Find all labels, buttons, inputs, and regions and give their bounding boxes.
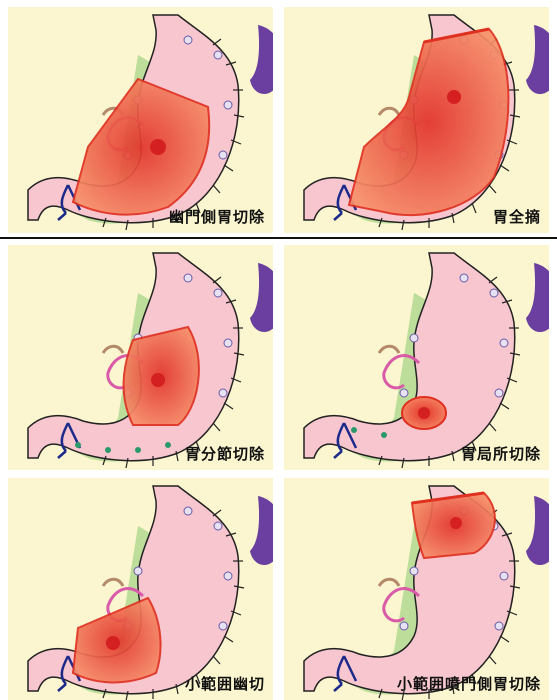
diagram-panel-total-gastrectomy: 胃全摘: [284, 7, 549, 233]
tumor-marker: [151, 373, 165, 387]
tumor-marker: [418, 407, 430, 419]
panel-label: 小範囲噴門側胃切除: [397, 673, 541, 694]
diagram-panel-limited-proximal-gastrectomy: 小範囲噴門側胃切除: [284, 478, 549, 700]
stomach-illustration: [8, 245, 273, 470]
stomach-illustration: [8, 7, 273, 233]
tumor-marker: [450, 517, 462, 529]
resection-area: [349, 29, 508, 215]
panel-label: 胃局所切除: [461, 443, 541, 464]
panel-label: 胃分節切除: [185, 443, 265, 464]
tumor-marker: [150, 139, 166, 155]
diagram-panel-local-resection: 胃局所切除: [284, 245, 549, 470]
stomach-illustration: [284, 7, 549, 233]
diagram-panel-segmental-gastrectomy: 胃分節切除: [8, 245, 273, 470]
panel-label: 小範囲幽切: [185, 673, 265, 694]
diagram-panel-limited-distal-gastrectomy: 小範囲幽切: [8, 478, 273, 700]
stomach-illustration: [284, 245, 549, 470]
panel-label: 幽門側胃切除: [169, 206, 265, 227]
section-divider: [0, 237, 557, 239]
tumor-marker: [106, 636, 120, 650]
stomach-illustration: [8, 478, 273, 700]
stomach-illustration: [284, 478, 549, 700]
diagram-panel-distal-gastrectomy: 幽門側胃切除: [8, 7, 273, 233]
tumor-marker: [447, 90, 461, 104]
panel-label: 胃全摘: [493, 206, 541, 227]
